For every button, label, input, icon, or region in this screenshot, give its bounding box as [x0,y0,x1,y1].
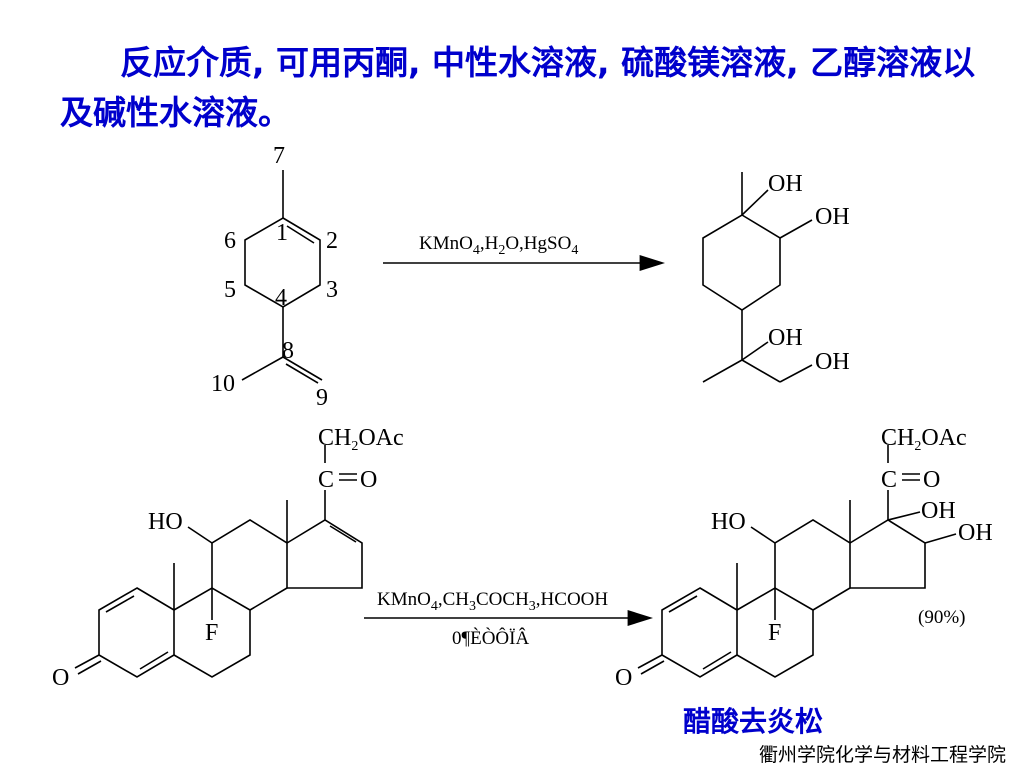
reaction1-reagents: KMnO4,H2O,HgSO4 [419,233,578,258]
atom-number-9: 9 [316,385,328,411]
atom-number-6: 6 [224,228,236,254]
hydroxyl-group: OH [768,171,803,197]
reaction2-reagents: KMnO4,CH3COCH3,HCOOH [377,589,608,614]
carbonyl-carbon: C [881,467,897,493]
steroid-product-structure [637,445,957,678]
hydroxyl-group: OH [815,349,850,375]
atom-number-5: 5 [224,277,236,303]
atom-number-3: 3 [326,277,338,303]
atom-number-4: 4 [275,285,287,311]
hydroxyl-group: OH [768,325,803,351]
ketone-oxygen: O [615,665,632,691]
yield-label: (90%) [918,607,965,628]
atom-number-1: 1 [276,220,288,246]
carbonyl-oxygen: O [360,467,377,493]
fluorine-atom: F [205,620,218,646]
ketone-oxygen: O [52,665,69,691]
acetoxymethyl-group: CH2OAc [881,425,967,454]
hydroxyl-group: OH [921,498,956,524]
atom-number-8: 8 [282,338,294,364]
carbonyl-oxygen: O [923,467,940,493]
limonene-structure [241,170,323,384]
atom-number-7: 7 [273,143,285,169]
intro-text: 反应介质, 可用丙酮, 中性水溶液, 硫酸镁溶液, 乙醇溶液以及碱性水溶液。 [60,43,976,132]
atom-number-10: 10 [211,371,235,397]
fluorine-atom: F [768,620,781,646]
tetraol-product-structure [702,172,813,383]
hydroxyl-group: HO [148,509,183,535]
atom-number-2: 2 [326,228,338,254]
hydroxyl-group: OH [815,204,850,230]
carbonyl-carbon: C [318,467,334,493]
steroid-reactant-structure [74,445,363,678]
reaction2-temperature-condition: 0¶ÈÒÔÏÂ [452,627,529,649]
footer-institution: 衢州学院化学与材料工程学院 [758,744,1006,766]
hydroxyl-group: OH [958,520,993,546]
acetoxymethyl-group: CH2OAc [318,425,404,454]
product-name: 醋酸去炎松 [683,705,824,738]
hydroxyl-group: HO [711,509,746,535]
